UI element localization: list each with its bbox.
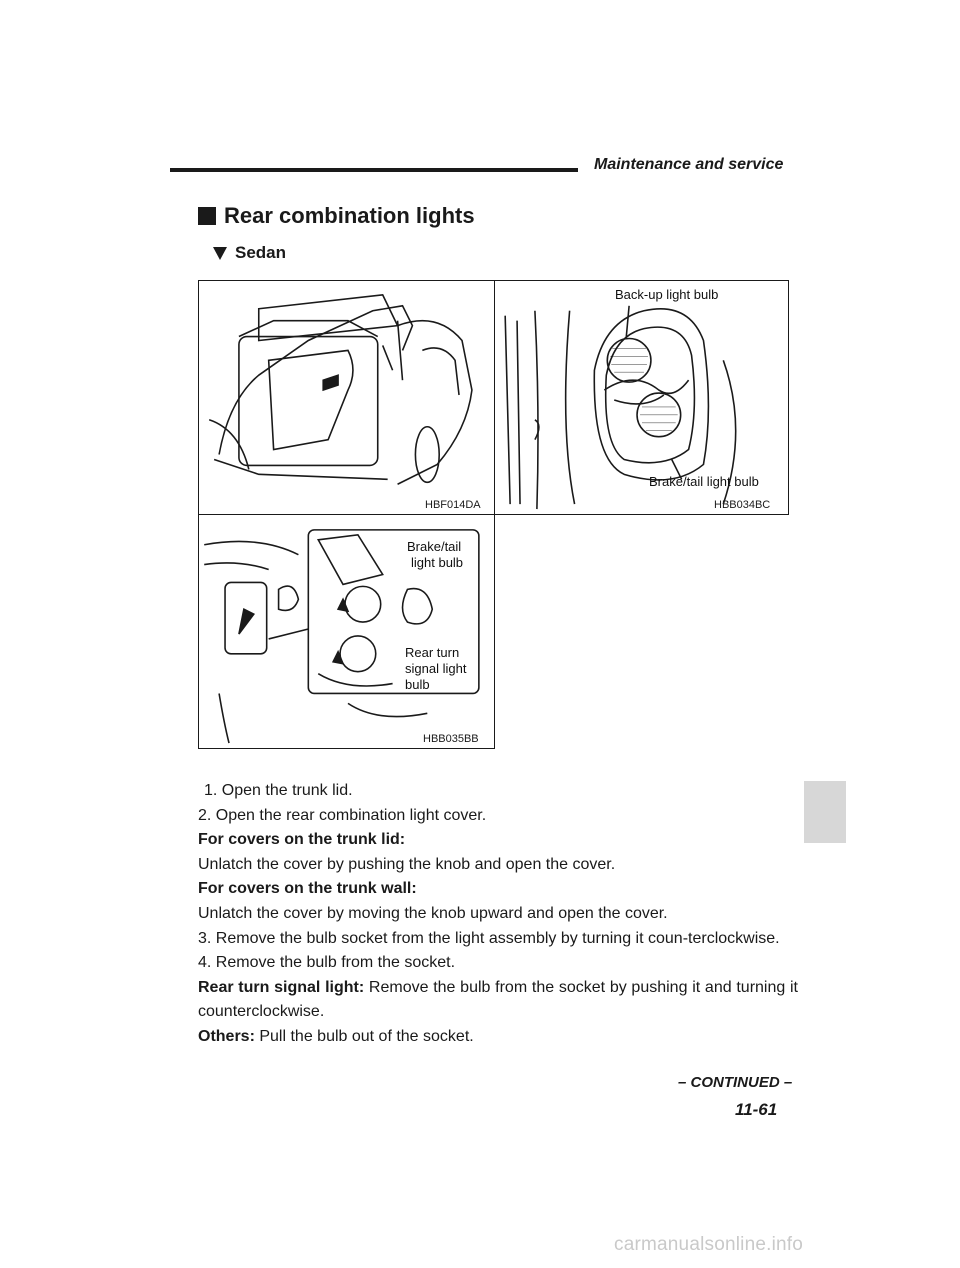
trunk-wall-text: Unlatch the cover by moving the knob upw… [198, 904, 668, 922]
figure-code: HBB034BC [714, 499, 771, 511]
figure-code: HBF014DA [425, 499, 481, 511]
step-3: 3. Remove the bulb socket from the light… [198, 929, 780, 947]
subsection-title: Sedan [213, 243, 286, 263]
instructions: 1. Open the trunk lid. 2. Open the rear … [198, 779, 798, 1050]
figure-trunk-wall-cover: Brake/tail light bulb Rear turn signal l… [198, 514, 495, 749]
watermark: carmanualsonline.info [614, 1234, 804, 1255]
callout-backup-bulb: Back-up light bulb [615, 287, 719, 302]
rear-light-bulbs-illustration [504, 305, 737, 510]
rear-turn-text: Remove the bulb from the socket by pushi… [198, 978, 798, 1021]
figure-bulb-locations: Back-up light bulb Brake/tail light bulb… [494, 280, 789, 515]
square-bullet-icon [198, 207, 216, 225]
callout-rear-turn-line2: signal light [405, 661, 467, 676]
sedan-trunk-illustration [208, 294, 473, 485]
others-instruction: Others: Pull the bulb out of the socket. [198, 1025, 798, 1050]
callout-rear-turn-line3: bulb [405, 677, 430, 692]
subsection-title-text: Sedan [235, 243, 287, 262]
step-2: 2. Open the rear combination light cover… [198, 806, 487, 824]
trunk-lid-heading: For covers on the trunk lid: [198, 831, 406, 849]
trunk-wall-heading: For covers on the trunk wall: [198, 880, 417, 898]
figure-code: HBB035BB [423, 733, 479, 745]
figure-trunk-open: HBF014DA [198, 280, 495, 515]
step-4: 4. Remove the bulb from the socket. [198, 954, 456, 972]
others-label: Others: [198, 1027, 255, 1045]
callout-brake-tail-bulb: Brake/tail light bulb [649, 474, 759, 489]
trunk-wall-illustration [204, 529, 480, 744]
chapter-tab [804, 781, 846, 843]
header-rule [170, 168, 578, 172]
section-title-text: Rear combination lights [224, 203, 475, 228]
callout-brake-tail-line1: Brake/tail [407, 539, 462, 554]
step-1: 1. Open the trunk lid. [204, 782, 353, 799]
rear-turn-instruction: Rear turn signal light: Remove the bulb … [198, 976, 798, 1025]
trunk-lid-text: Unlatch the cover by pushing the knob an… [198, 855, 616, 873]
callout-brake-tail-line2: light bulb [411, 555, 464, 570]
running-header: Maintenance and service [594, 156, 784, 173]
callout-rear-turn-line1: Rear turn [405, 645, 460, 660]
section-title: Rear combination lights [198, 203, 475, 229]
others-text: Pull the bulb out of the socket. [254, 1027, 474, 1045]
triangle-bullet-icon [213, 246, 227, 260]
continued-label: – CONTINUED – [678, 1074, 793, 1091]
rear-turn-label: Rear turn signal light: [198, 978, 365, 996]
page-number: 11-61 [735, 1100, 778, 1119]
